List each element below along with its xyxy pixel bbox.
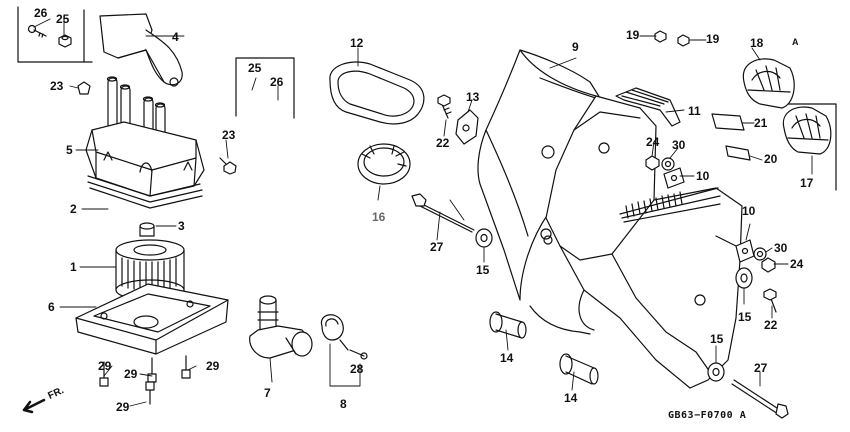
- bolt-27-lower: [731, 379, 789, 419]
- callout-26: 26: [34, 6, 48, 20]
- callout-29-a: 29: [98, 359, 112, 373]
- bracket-10-upper: [663, 167, 685, 189]
- rubber-strip-11: [615, 87, 681, 127]
- nut-19-right: [677, 34, 690, 47]
- grommet-23: [77, 81, 91, 95]
- callout-letter-a: A: [792, 37, 799, 47]
- air-cleaner-case-5: [85, 76, 205, 209]
- callout-16: 16: [372, 210, 386, 224]
- plate-20: [725, 145, 751, 161]
- callout-15-c: 15: [710, 332, 724, 346]
- callout-24-b: 24: [790, 257, 804, 271]
- washer-15-right: [735, 267, 753, 289]
- callout-25: 25: [56, 12, 70, 26]
- callout-14-b: 14: [564, 391, 578, 405]
- screw-29-a: [99, 361, 109, 387]
- callout-29-b: 29: [124, 367, 138, 381]
- callout-15: 15: [476, 263, 490, 277]
- callout-19: 19: [626, 28, 640, 42]
- front-direction-arrow: [22, 398, 46, 414]
- callout-3: 3: [178, 219, 185, 233]
- cover-part-4: [99, 13, 183, 87]
- plate-21: [711, 113, 745, 131]
- bolt-22-upper: [437, 94, 452, 119]
- callout-4: 4: [172, 30, 179, 44]
- tube-band-8: [320, 314, 349, 351]
- screw-29-d: [181, 355, 191, 379]
- callout-9: 9: [572, 40, 579, 54]
- callout-13: 13: [466, 90, 480, 104]
- collar-30-upper: [661, 157, 675, 171]
- bracket-frame-25-26: [17, 6, 93, 63]
- callout-25-b: 25: [248, 61, 262, 75]
- callout-21: 21: [754, 116, 768, 130]
- callout-28: 28: [350, 362, 364, 376]
- washer-15-upper: [475, 228, 493, 248]
- callout-8: 8: [340, 397, 347, 411]
- emblem-18: [742, 58, 795, 109]
- screw-29-b: [147, 357, 157, 383]
- collar-14-right: [559, 353, 599, 385]
- callout-27: 27: [430, 240, 444, 254]
- ring-16: [357, 143, 411, 185]
- screw-23: [219, 157, 237, 175]
- callout-6: 6: [48, 300, 55, 314]
- nipple-3: [139, 222, 155, 237]
- callout-22-b: 22: [764, 318, 778, 332]
- washer-15-lower: [707, 362, 725, 382]
- screw-29-c: [145, 381, 155, 405]
- callout-10: 10: [696, 169, 710, 183]
- seal-12: [329, 61, 425, 125]
- case-base-6: [75, 283, 229, 355]
- callout-23-b: 23: [222, 128, 236, 142]
- callout-22: 22: [436, 136, 450, 150]
- connecting-tube-7: [249, 295, 313, 359]
- callout-30-b: 30: [774, 241, 788, 255]
- screw-28: [349, 349, 368, 360]
- bolt-27-upper: [411, 193, 475, 233]
- callout-29-c: 29: [206, 359, 220, 373]
- bracket-frame-25-26-center: [235, 57, 295, 119]
- bracket-13: [455, 109, 479, 145]
- callout-17: 17: [800, 176, 814, 190]
- callout-30: 30: [672, 138, 686, 152]
- bolt-22-right: [763, 288, 777, 313]
- callout-26-b: 26: [270, 75, 284, 89]
- leg-shield-front-panel: [529, 95, 743, 389]
- collar-14-left: [489, 311, 527, 339]
- leader-lines: [33, 18, 813, 407]
- callout-15-b: 15: [738, 310, 752, 324]
- callout-24: 24: [646, 135, 660, 149]
- nut-24-lower: [761, 257, 776, 273]
- callout-20: 20: [764, 152, 778, 166]
- callout-27-b: 27: [754, 361, 768, 375]
- callout-5: 5: [66, 143, 73, 157]
- callout-18: 18: [750, 36, 764, 50]
- emblem-17: [782, 106, 832, 155]
- diagram-code: GB63−F0700 A: [668, 410, 747, 421]
- callout-2: 2: [70, 202, 77, 216]
- callout-23: 23: [50, 79, 64, 93]
- callout-10-b: 10: [742, 204, 756, 218]
- callout-29-d: 29: [116, 400, 130, 414]
- collar-30-lower: [753, 247, 767, 261]
- nut-19-left: [654, 30, 667, 43]
- bracket-frame-emblem: [775, 103, 837, 191]
- callout-14: 14: [500, 351, 514, 365]
- callout-11: 11: [688, 104, 701, 118]
- leg-shield-9: [477, 49, 601, 301]
- callout-19-b: 19: [706, 32, 720, 46]
- callout-7: 7: [264, 386, 271, 400]
- nut-25: [58, 34, 72, 48]
- callout-12: 12: [350, 36, 364, 50]
- nut-24-upper: [645, 155, 660, 171]
- callout-1: 1: [70, 260, 77, 274]
- screw-26: [27, 24, 47, 38]
